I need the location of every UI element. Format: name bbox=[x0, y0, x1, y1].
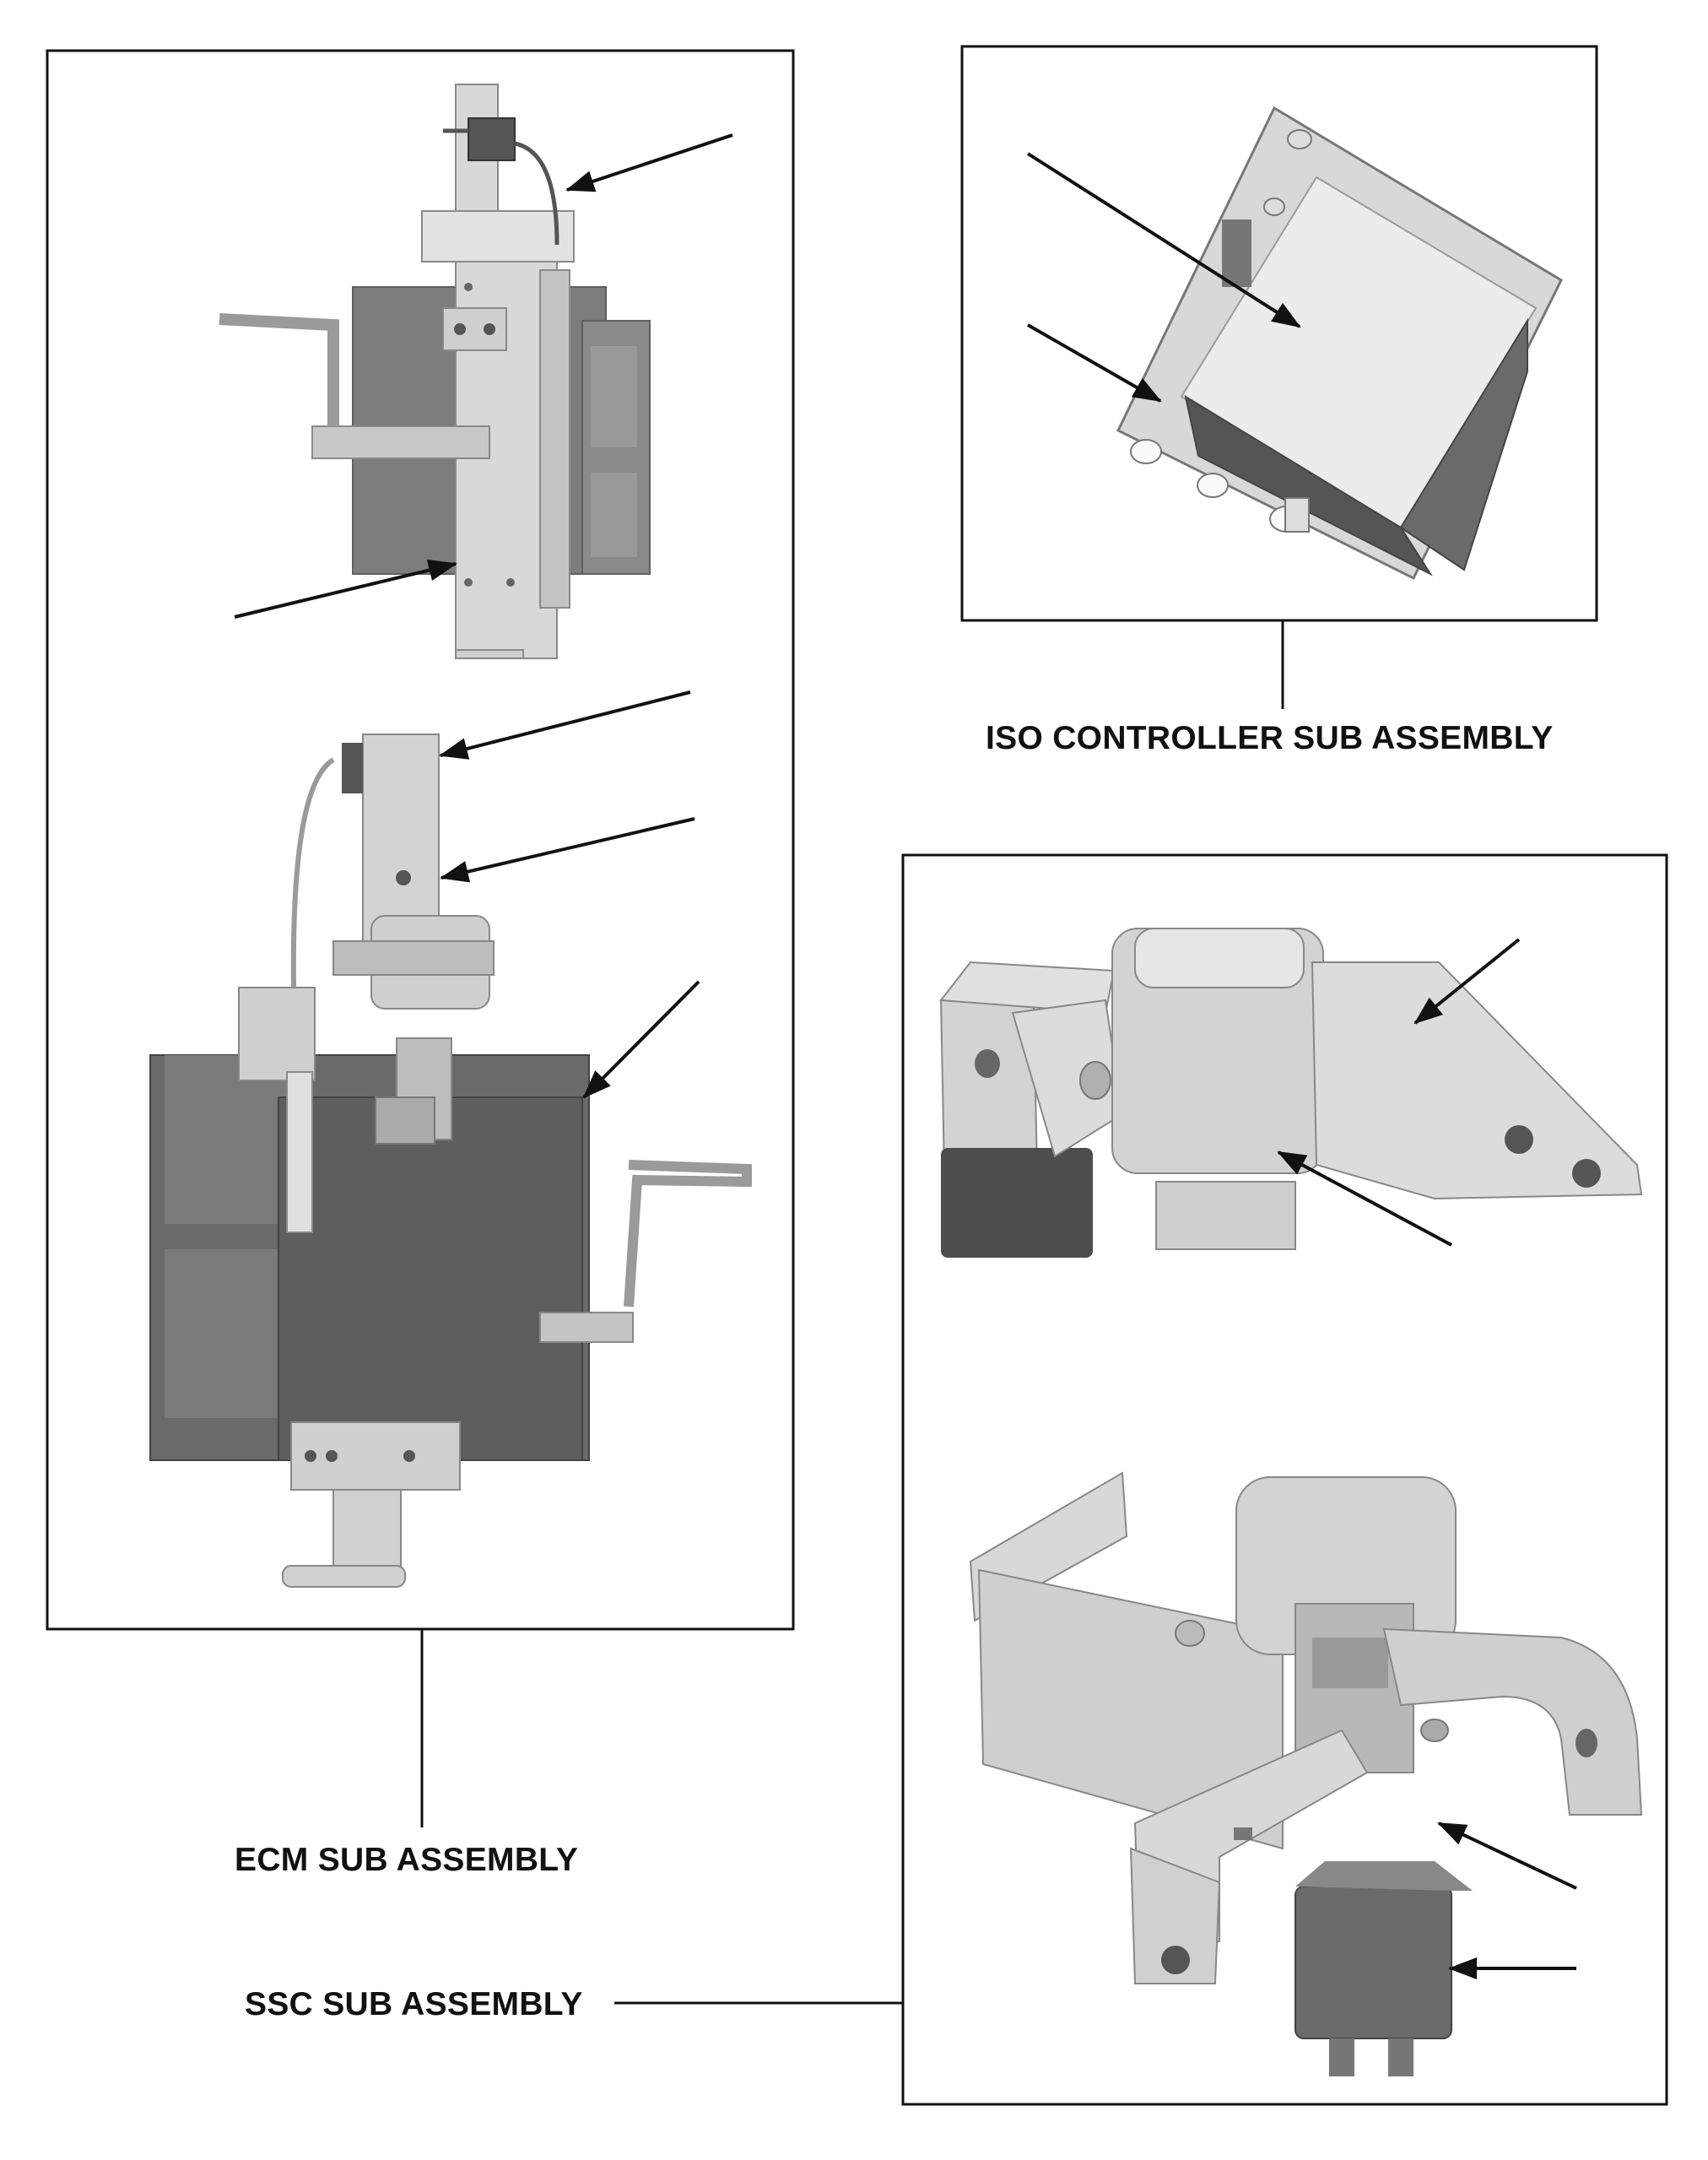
ssc-panel-frame bbox=[901, 853, 1668, 2106]
iso-panel-frame bbox=[960, 45, 1598, 622]
ecm-upper-arrow-1 bbox=[565, 133, 733, 192]
ecm-upper-arrow-2 bbox=[234, 559, 457, 619]
ssc-sub-assembly-label: SSC SUB ASSEMBLY bbox=[245, 1986, 583, 2022]
ecm-sub-assembly-label: ECM SUB ASSEMBLY bbox=[235, 1842, 579, 1878]
iso-arrow-2 bbox=[1027, 323, 1162, 403]
ecm-lower-arrow-1 bbox=[439, 690, 691, 760]
ssc-part-upper bbox=[939, 928, 1643, 1258]
ecm-lower-arrow-2 bbox=[440, 817, 695, 883]
iso-controller-module bbox=[1116, 106, 1563, 581]
ssc-upper-arrow-2 bbox=[1277, 1150, 1452, 1247]
ecm-module-lower bbox=[149, 734, 752, 1588]
ssc-upper-arrow-1 bbox=[1413, 938, 1521, 1025]
ssc-lower-arrow-1 bbox=[1437, 1822, 1577, 1890]
ssc-part-lower bbox=[969, 1471, 1643, 2076]
iso-controller-sub-assembly-label: ISO CONTROLLER SUB ASSEMBLY bbox=[986, 720, 1554, 756]
ecm-panel-frame bbox=[46, 49, 795, 1631]
ecm-module-upper bbox=[219, 84, 651, 659]
iso-arrow-1 bbox=[1026, 152, 1301, 328]
ecm-lower-arrow-3 bbox=[582, 980, 700, 1099]
